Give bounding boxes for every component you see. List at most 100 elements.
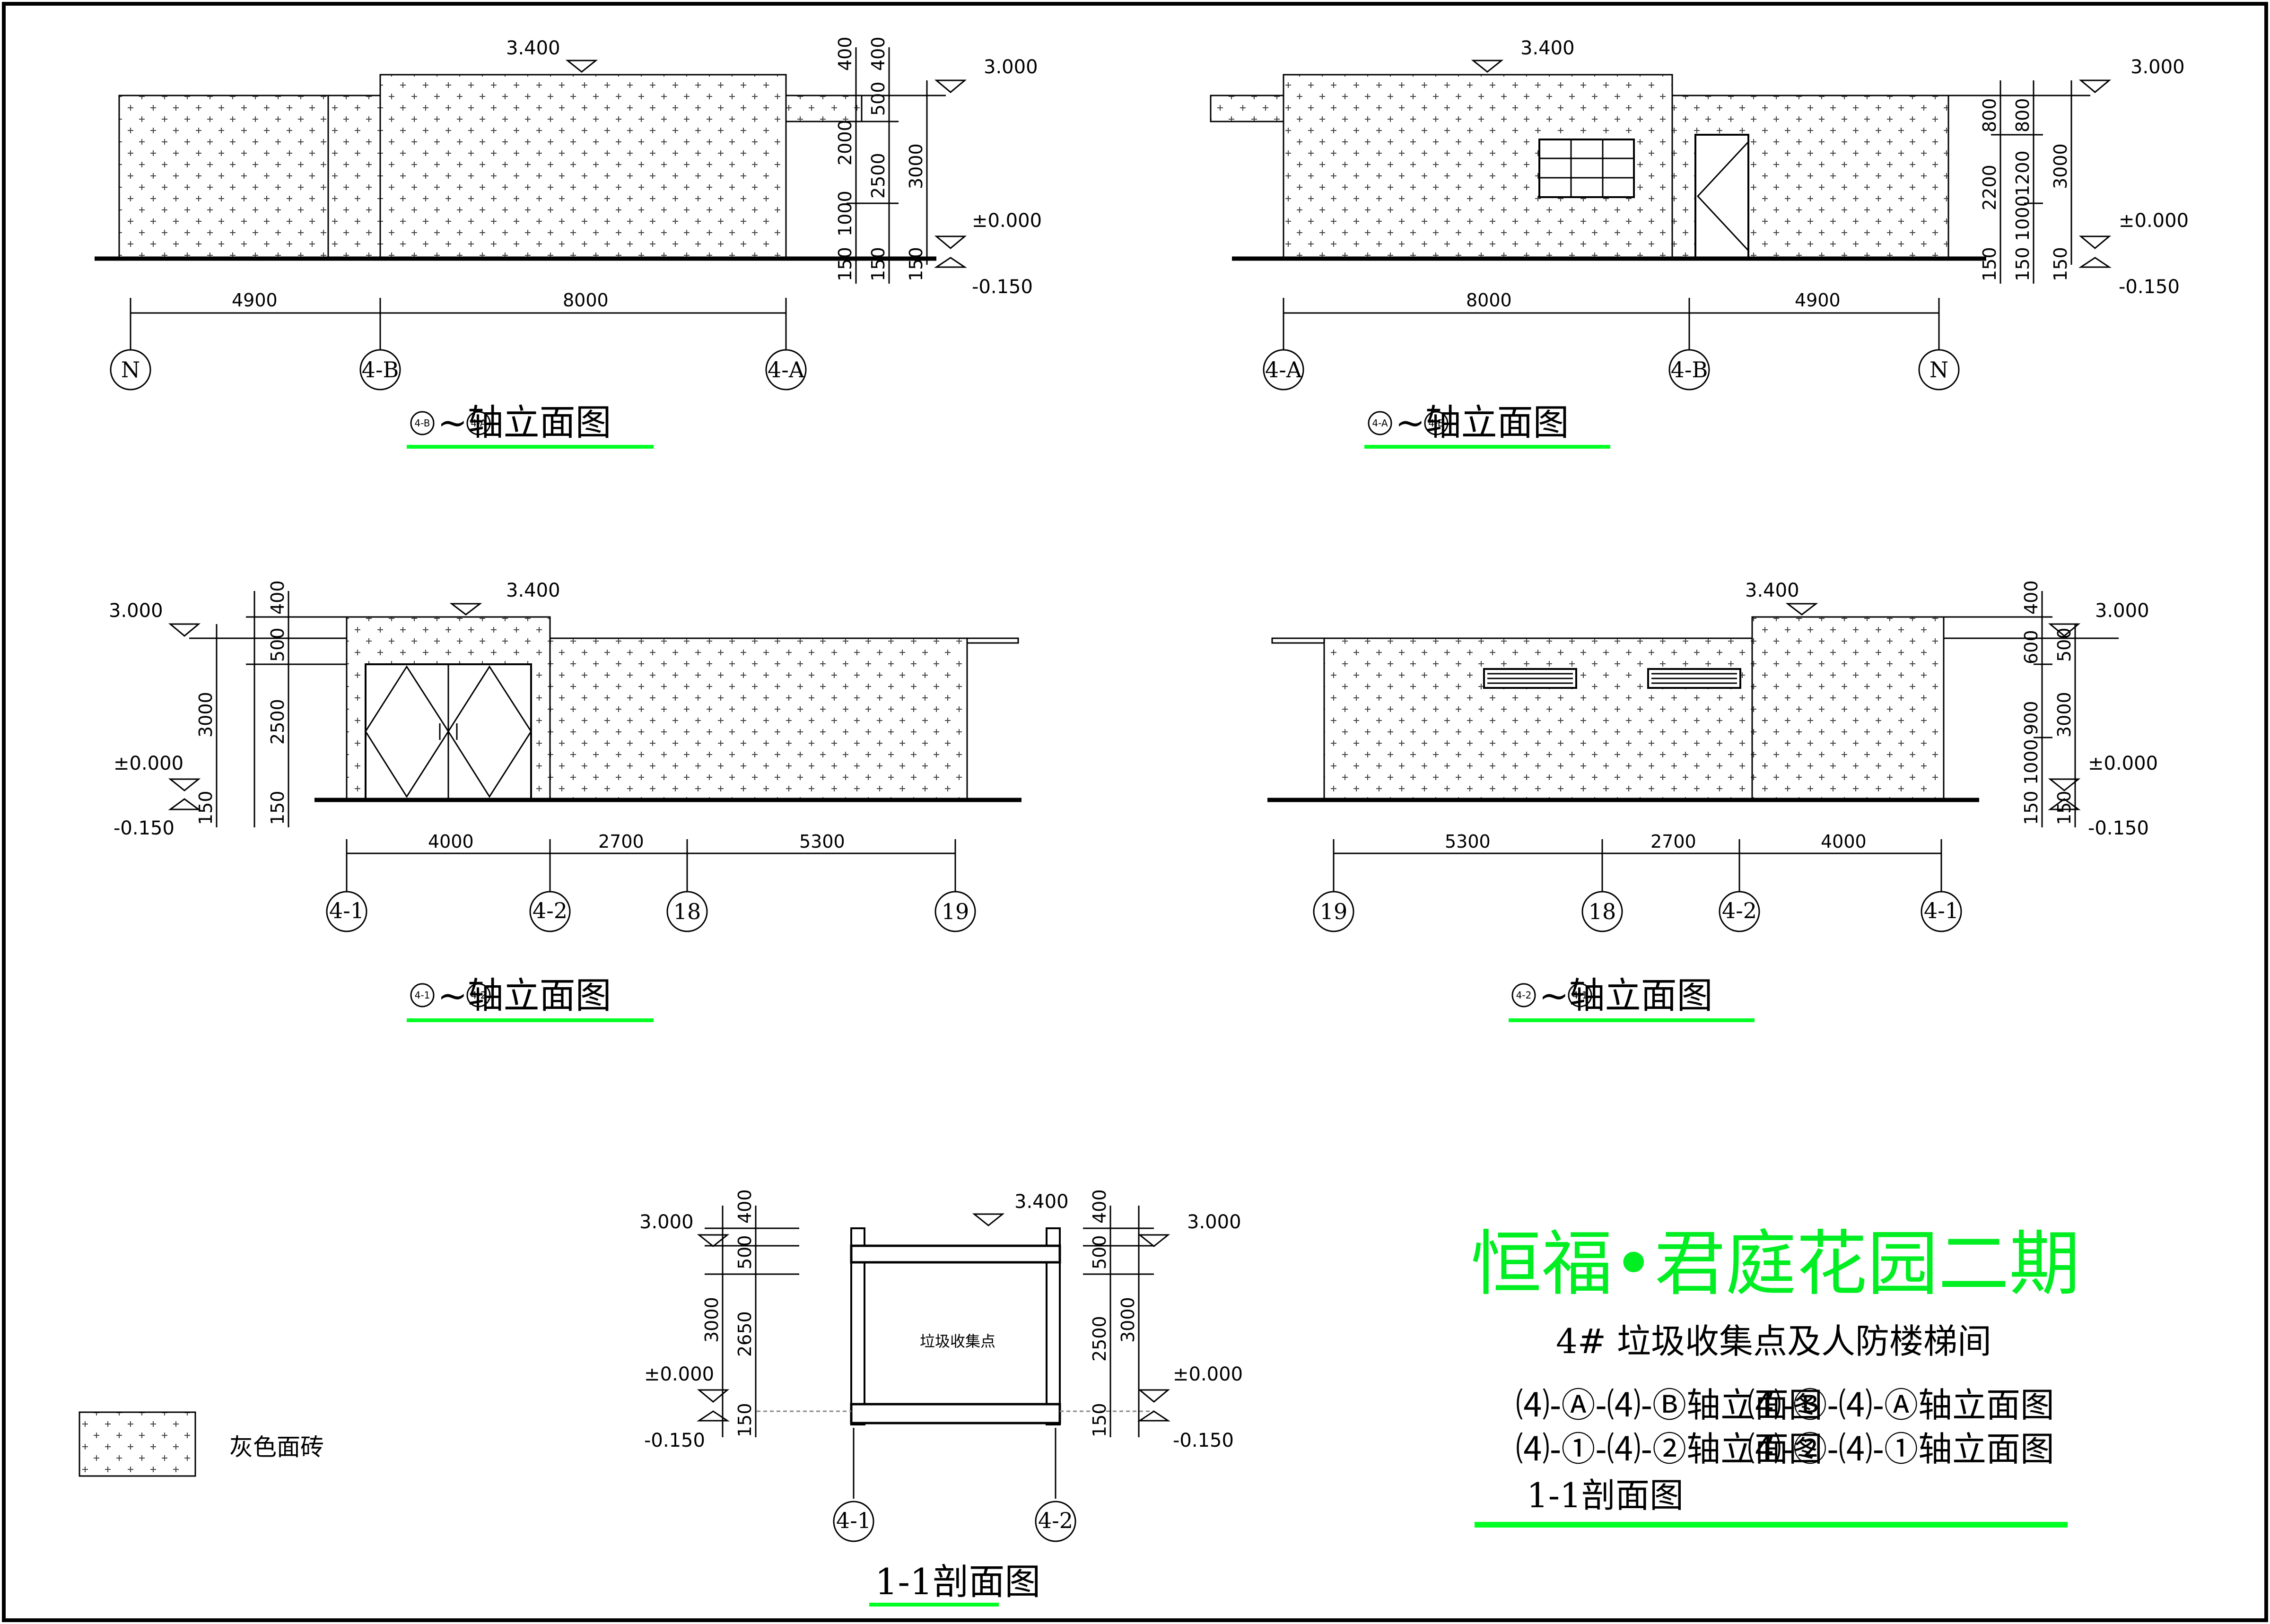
level-label: ±0.000 (1173, 1363, 1243, 1385)
wall-low (549, 637, 968, 800)
axis-bubble (1918, 349, 1960, 391)
axis-label: 4-2 (1722, 898, 1757, 923)
louver-slats (1487, 673, 1573, 684)
project-subtitle: 4# 垃圾收集点及人防楼梯间 (1556, 1321, 1991, 1361)
floor-slab (850, 1403, 1061, 1424)
axis-bubble (326, 891, 367, 932)
dim-text: 400 (267, 580, 288, 615)
door-leaves (365, 664, 532, 799)
roof-slab (850, 1244, 1061, 1264)
view-title: ~轴立面图 (437, 974, 611, 1016)
level-marker (449, 603, 482, 616)
elevation-42-41: 3.400 600 900 1000 150 400 500 3000 150 … (1267, 580, 2158, 1022)
title-axis-from: 4-A (1372, 417, 1388, 429)
door-swing (1696, 141, 1749, 252)
dim-text: 4000 (1821, 831, 1867, 852)
axis-bubble (934, 891, 976, 932)
level-label: -0.150 (644, 1430, 705, 1451)
level-label: -0.150 (114, 817, 175, 839)
dim-text: 5300 (1445, 831, 1491, 852)
dim-text: 150 (906, 247, 926, 281)
level-label: ±0.000 (644, 1363, 714, 1385)
level-label: -0.150 (972, 276, 1033, 298)
level-label: ±0.000 (972, 210, 1042, 232)
dim-text: 3000 (1118, 1297, 1138, 1343)
elevation-41-42: 3.400 3000 150 400 500 2500 150 3.000 ±0… (109, 580, 1022, 1022)
dim-text: 1000 (2021, 739, 2042, 785)
title-axis-bubble (410, 983, 435, 1007)
axis-label: 18 (1589, 899, 1616, 924)
sheet-content-item: ⑷-Ⓑ-⑷-Ⓐ轴立面图 (1747, 1385, 2054, 1425)
title-axis-bubble (466, 983, 491, 1007)
title-axis-bubble (1368, 411, 1392, 435)
axis-label: 4-2 (533, 898, 568, 923)
level-marker (1785, 603, 1818, 616)
sheet-content-item: 1-1剖面图 (1527, 1476, 1684, 1515)
dim-text: 150 (195, 790, 216, 825)
axis-bubble (1668, 349, 1710, 391)
dim-text: 400 (2021, 580, 2042, 615)
title-axis-to: 4-B (1429, 417, 1444, 429)
dim-text: 2700 (1650, 831, 1696, 852)
title-axis-to: 4-1 (1572, 990, 1588, 1001)
wall-high (1751, 616, 1945, 800)
dim-text: 500 (1089, 1235, 1110, 1269)
view-title: ~轴立面图 (1539, 974, 1713, 1016)
level-label: -0.150 (1173, 1430, 1234, 1451)
dim-text: 600 (2021, 630, 2042, 664)
level-marker (2048, 623, 2081, 810)
dim-text: 500 (2054, 627, 2075, 662)
axis-bubble (1035, 1501, 1076, 1542)
dim-text: 4000 (428, 831, 474, 852)
level-label: 3.000 (984, 56, 1038, 78)
legend-label: 灰色面砖 (229, 1433, 324, 1461)
sheet-content-item: ⑷-②-⑷-①轴立面图 (1747, 1429, 2054, 1469)
dim-text: 150 (2012, 247, 2033, 281)
level-marker (1137, 1234, 1170, 1422)
legend: 灰色面砖 (79, 1411, 324, 1477)
dim-text: 800 (2012, 98, 2033, 132)
level-label-top: 3.400 (506, 580, 560, 601)
louver-slats (1651, 673, 1737, 684)
axis-bubble (1921, 891, 1962, 932)
level-label-top: 3.400 (1745, 580, 1799, 601)
dim-text: 5300 (799, 831, 845, 852)
axis-label: 4-B (362, 357, 399, 382)
dim-text: 2650 (734, 1311, 755, 1357)
dim-text: 400 (868, 36, 889, 71)
level-label-top: 3.400 (506, 37, 560, 59)
title-axis-bubble (1424, 411, 1449, 435)
dim-text: 3000 (195, 692, 216, 738)
title-axis-from: 4-B (415, 417, 430, 429)
level-marker (2078, 79, 2112, 268)
wall-high (379, 74, 787, 259)
level-marker (972, 1213, 1005, 1226)
level-label: -0.150 (2119, 276, 2180, 298)
roof-edge (1271, 637, 1325, 644)
dim-text: 1000 (2012, 195, 2033, 241)
level-marker (565, 60, 598, 73)
axis-label: 4-2 (1038, 1508, 1073, 1533)
title-axis-bubble (466, 411, 491, 435)
level-label-top: 3.400 (1520, 37, 1575, 59)
title-axis-bubble (1568, 983, 1592, 1007)
dim-text: 2000 (835, 120, 856, 165)
axis-label: 4-B (1671, 357, 1708, 382)
dim-text: 150 (835, 247, 856, 281)
dim-text: 400 (1089, 1189, 1110, 1224)
title-axis-bubble (410, 411, 435, 435)
axis-label: 4-1 (836, 1508, 871, 1533)
dim-text: 150 (2050, 247, 2071, 281)
dim-text: 2500 (1089, 1316, 1110, 1362)
window (1538, 139, 1635, 198)
dim-text: 150 (1979, 247, 2000, 281)
elevation-4a-4b: 3.400 800 2200 150 800 1200 1000 150 300… (1210, 37, 2189, 449)
legend-swatch (79, 1411, 196, 1477)
dim-text: 2200 (1979, 165, 2000, 210)
window-mullions (1539, 139, 1634, 197)
dim-text: 8000 (1466, 290, 1512, 311)
elevation-4b-4a: 3.400 400 2000 1000 150 400 500 2500 150… (95, 36, 1042, 449)
axis-bubble (765, 349, 807, 391)
